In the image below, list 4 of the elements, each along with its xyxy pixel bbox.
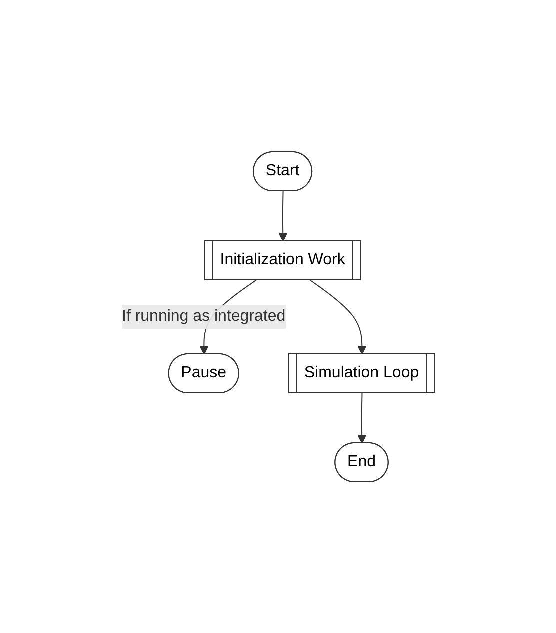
arrow [278, 190, 288, 242]
arrow [310, 280, 366, 354]
edge-label: If running as integrated [122, 307, 286, 324]
arrow [357, 392, 366, 444]
